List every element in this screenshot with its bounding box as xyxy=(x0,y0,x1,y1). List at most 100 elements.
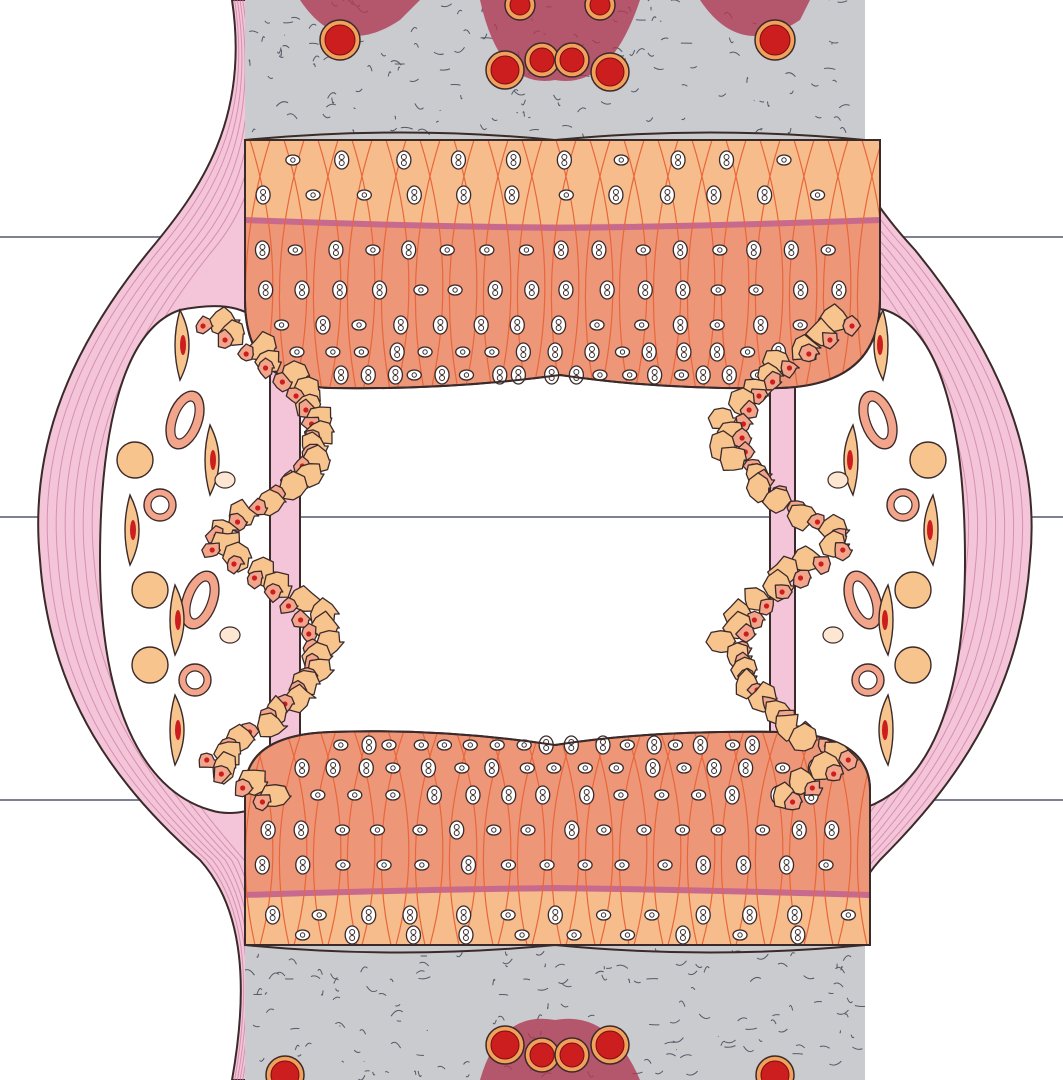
chondrocyte xyxy=(352,320,366,330)
chondrocyte xyxy=(382,740,396,750)
chondrocyte xyxy=(418,347,432,357)
chondrocyte xyxy=(692,790,706,800)
chondrocyte xyxy=(567,930,581,940)
small-cell xyxy=(220,627,240,643)
chondrocyte xyxy=(348,790,362,800)
chondrocyte xyxy=(487,825,501,835)
spindle-cell-nucleus xyxy=(927,520,933,540)
chondrocyte xyxy=(578,763,592,773)
synoviocyte-nucleus xyxy=(235,519,240,524)
chondrocyte xyxy=(286,155,300,165)
bone-trabecula xyxy=(451,84,461,85)
synoviocyte-nucleus xyxy=(798,575,803,580)
chondrocyte xyxy=(354,347,368,357)
blood-vessel xyxy=(760,25,790,55)
chondrocyte xyxy=(366,245,380,255)
chondrocyte xyxy=(540,860,554,870)
macrophage-cell xyxy=(117,442,153,478)
chondrocyte xyxy=(485,347,499,357)
synoviocyte-nucleus xyxy=(764,603,769,608)
chondrocyte xyxy=(635,320,649,330)
chondrocyte xyxy=(312,910,326,920)
blood-vessel xyxy=(491,1031,519,1059)
articular-cartilage-lower xyxy=(245,725,885,945)
chondrocyte xyxy=(677,763,691,773)
chondrocyte xyxy=(521,825,535,835)
chondrocyte xyxy=(597,825,611,835)
chondrocyte xyxy=(590,320,604,330)
chondrocyte xyxy=(733,930,747,940)
chondrocyte xyxy=(386,763,400,773)
macrophage-cell xyxy=(895,647,931,683)
chondrocyte xyxy=(711,825,725,835)
chondrocyte xyxy=(597,910,611,920)
chondrocyte xyxy=(480,245,494,255)
spindle-cell-nucleus xyxy=(210,450,216,470)
synoviocyte-nucleus xyxy=(780,589,785,594)
synoviocyte-nucleus xyxy=(260,799,265,804)
synoviocyte-nucleus xyxy=(840,547,845,552)
spindle-cell-nucleus xyxy=(175,720,181,740)
chondrocyte xyxy=(290,347,304,357)
synoviocyte-nucleus xyxy=(810,785,815,790)
macrophage-cell xyxy=(132,572,168,608)
blood-vessel xyxy=(510,0,530,15)
chondrocyte xyxy=(377,860,391,870)
synoviocyte-nucleus xyxy=(818,561,823,566)
chondrocyte xyxy=(811,190,825,200)
small-cell xyxy=(215,472,235,488)
chondrocyte xyxy=(336,860,350,870)
chondrocyte xyxy=(614,155,628,165)
blood-vessel xyxy=(560,48,584,72)
spindle-cell-nucleus xyxy=(882,720,888,740)
chondrocyte xyxy=(520,763,534,773)
chondrocyte xyxy=(334,740,348,750)
chondrocyte xyxy=(777,155,791,165)
chondrocyte xyxy=(593,370,607,380)
chondrocyte xyxy=(645,910,659,920)
chondrocyte xyxy=(407,370,421,380)
chondrocyte xyxy=(559,190,573,200)
spindle-cell-nucleus xyxy=(882,610,888,630)
synoviocyte-nucleus xyxy=(280,379,285,384)
spindle-cell-nucleus xyxy=(180,335,186,355)
synoviocyte-nucleus xyxy=(252,575,257,580)
blood-vessel xyxy=(596,58,624,86)
chondrocyte xyxy=(793,320,807,330)
chondrocyte xyxy=(515,930,529,940)
chondrocyte xyxy=(609,763,623,773)
macrophage-cell xyxy=(910,442,946,478)
chondrocyte xyxy=(459,370,473,380)
synoviocyte-nucleus xyxy=(306,631,311,636)
chondrocyte xyxy=(819,860,833,870)
chondrocyte xyxy=(455,763,469,773)
synoviocyte-nucleus xyxy=(270,589,275,594)
synoviocyte-nucleus xyxy=(744,631,749,636)
synoviocyte-nucleus xyxy=(790,799,795,804)
chondrocyte xyxy=(674,370,688,380)
blood-vessel xyxy=(530,1043,554,1067)
chondrocyte xyxy=(776,763,790,773)
chondrocyte xyxy=(275,320,289,330)
chondrocyte xyxy=(658,860,672,870)
chondrocyte xyxy=(326,347,340,357)
chondrocyte xyxy=(675,825,689,835)
synoviocyte-nucleus xyxy=(846,757,851,762)
chondrocyte xyxy=(414,285,428,295)
synoviocyte-nucleus xyxy=(240,785,245,790)
small-cell xyxy=(828,472,848,488)
chondrocyte xyxy=(615,860,629,870)
synoviocyte-nucleus xyxy=(263,365,268,370)
blood-vessel xyxy=(530,48,554,72)
blood-vessel xyxy=(491,56,519,84)
synoviocyte-nucleus xyxy=(827,337,832,342)
chondrocyte xyxy=(370,825,384,835)
bone-upper xyxy=(245,0,865,140)
chondrocyte xyxy=(841,910,855,920)
articular-cartilage-upper xyxy=(245,140,885,395)
synoviocyte-nucleus xyxy=(831,771,836,776)
synoviocyte-nucleus xyxy=(303,407,308,412)
synoviocyte-nucleus xyxy=(286,603,291,608)
chondrocyte xyxy=(456,347,470,357)
synoviocyte-nucleus xyxy=(231,561,236,566)
